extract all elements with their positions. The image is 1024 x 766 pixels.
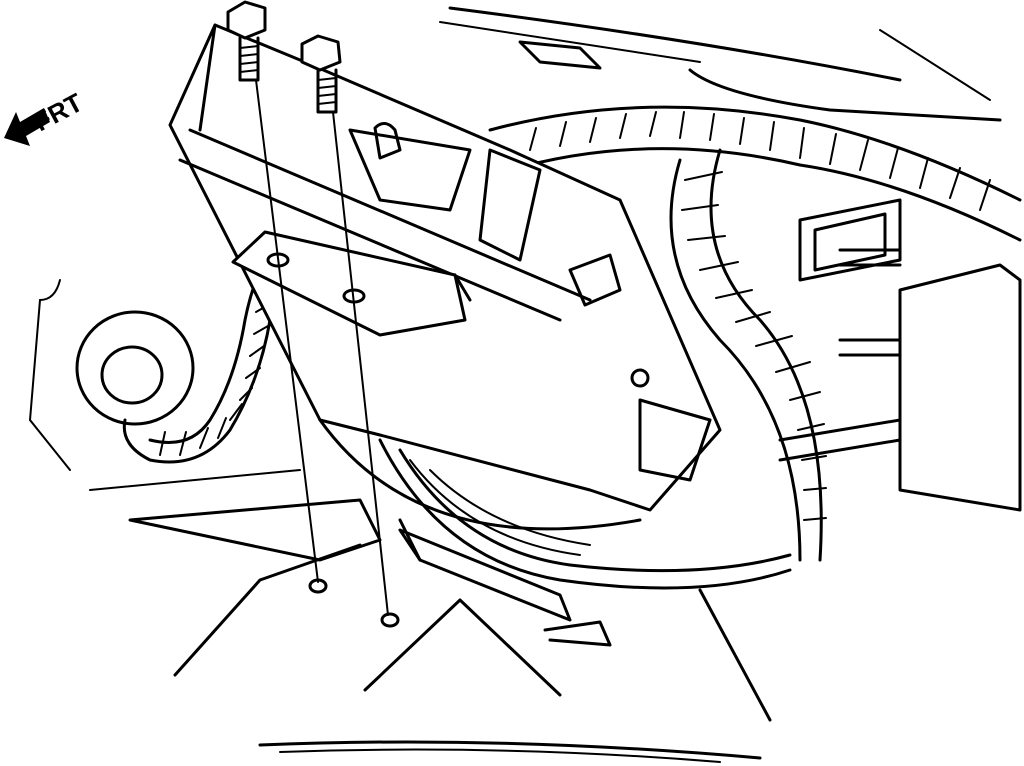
connector-block-right xyxy=(778,198,1022,512)
wire-loop-left xyxy=(75,268,282,464)
front-direction-indicator: FRT xyxy=(4,87,88,146)
body-panel-upper xyxy=(439,6,1002,122)
bolt-right xyxy=(300,34,400,628)
floor-panel xyxy=(28,279,772,722)
frt-label: FRT xyxy=(29,87,88,137)
bottom-edge xyxy=(258,740,762,763)
wire-bundle-lower xyxy=(378,148,827,590)
wiring-harness-upper xyxy=(488,105,1022,242)
pcm-module xyxy=(168,23,722,531)
bolt-left xyxy=(226,0,328,594)
arrow-left-up-icon xyxy=(4,108,50,146)
